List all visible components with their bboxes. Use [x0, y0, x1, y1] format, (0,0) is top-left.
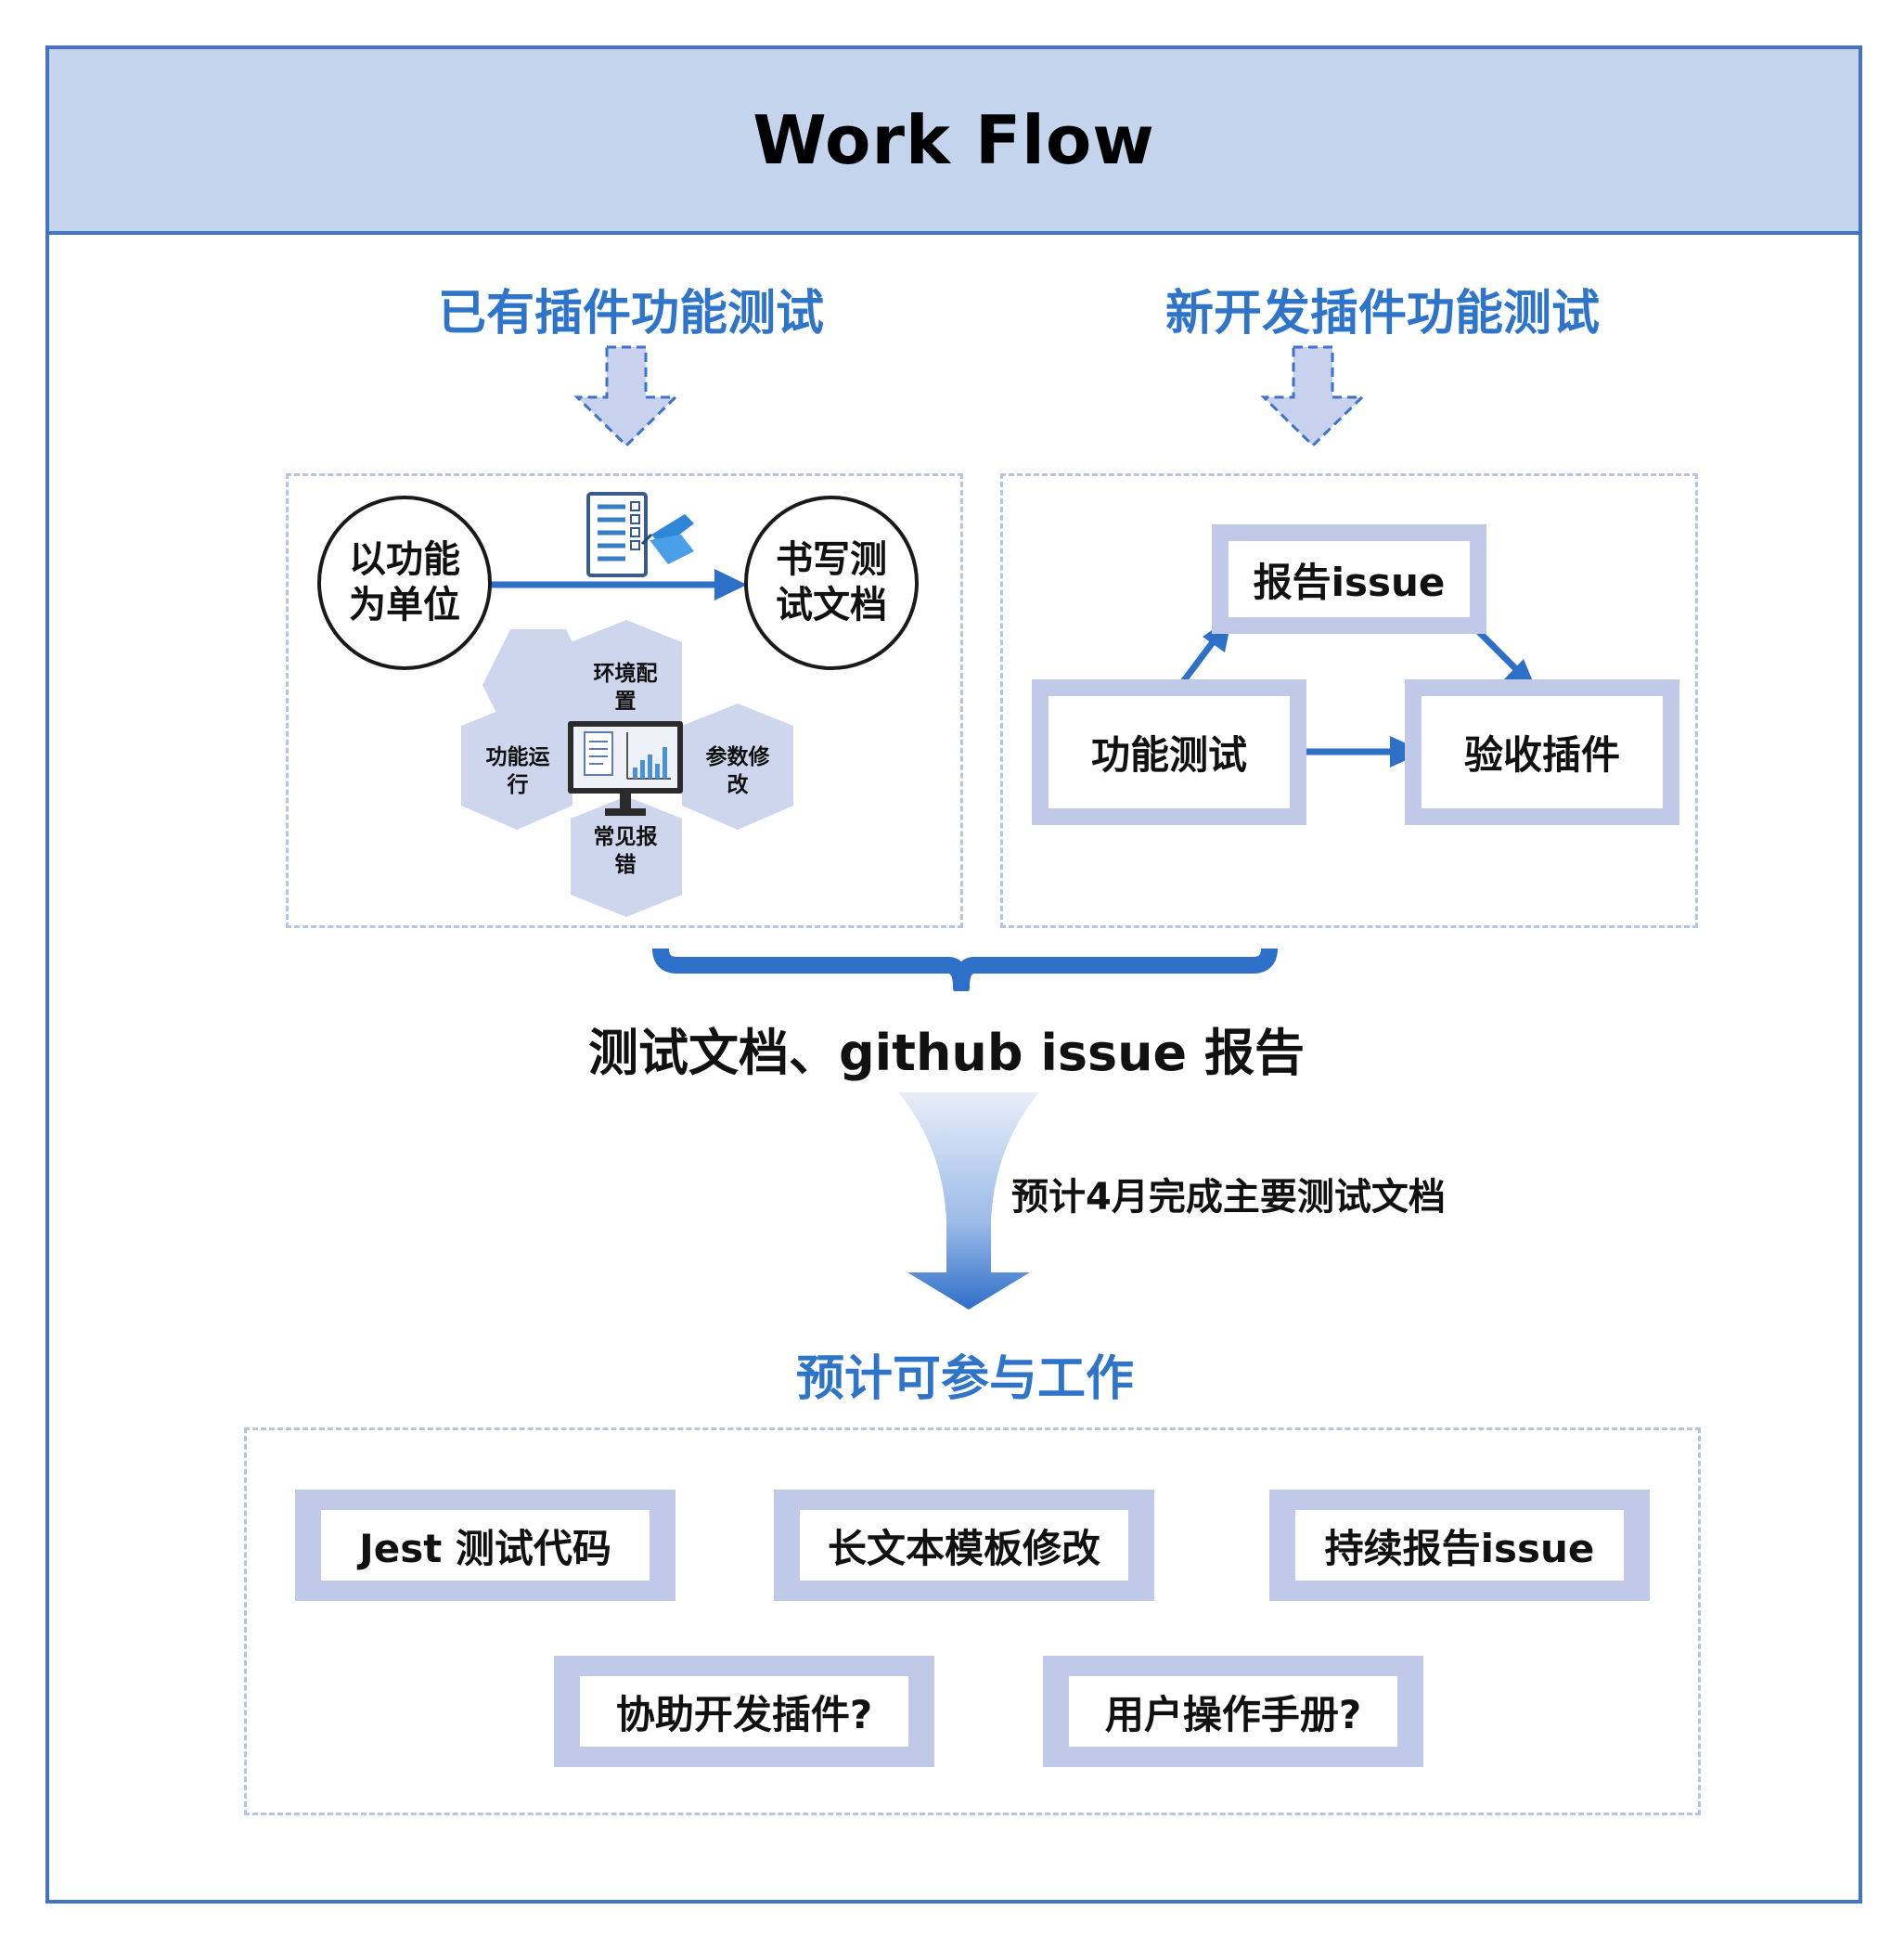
function-test-box: 功能测试 [1032, 679, 1306, 825]
start-node-circle: 以功能为单位 [317, 496, 492, 670]
hex-top-shape [571, 620, 682, 748]
task-item: 持续报告issue [1269, 1490, 1650, 1601]
down-arrow-left-icon [573, 345, 679, 448]
page-title: Work Flow [753, 101, 1155, 179]
task-label: 长文本模板修改 [827, 1525, 1100, 1571]
task-item: 协助开发插件? [554, 1656, 934, 1767]
participation-panel [244, 1427, 1701, 1815]
task-item: 长文本模板修改 [774, 1490, 1154, 1601]
hex-right-shape [682, 703, 793, 830]
end-node-circle: 书写测试文档 [744, 496, 919, 670]
merge-bracket-icon [652, 948, 1278, 991]
task-label: 用户操作手册? [1104, 1691, 1362, 1737]
new-plugins-title: 新开发插件功能测试 [1164, 286, 1600, 342]
funnel-arrow-icon [898, 1092, 1039, 1310]
hex-top-label: 环境配置 [593, 662, 658, 714]
hex-bottom-shape [571, 796, 682, 917]
task-label: 持续报告issue [1324, 1525, 1595, 1571]
plan-label: 预计4月完成主要测试文档 [1011, 1176, 1446, 1219]
outer-frame [45, 45, 1862, 1904]
participation-title: 预计可参与工作 [795, 1351, 1134, 1407]
checklist-icon [586, 492, 694, 577]
header-bar: Work Flow [49, 49, 1859, 235]
hex-left-shape [461, 703, 572, 830]
start-node-label: 以功能为单位 [349, 538, 460, 626]
task-label: Jest 测试代码 [359, 1525, 611, 1571]
new-plugins-panel [1000, 473, 1698, 928]
outputs-label: 测试文档、github issue 报告 [588, 1024, 1305, 1082]
hex-left-label: 功能运行 [485, 745, 550, 797]
hex-bottom-label: 常见报错 [593, 825, 658, 877]
accept-plugin-box: 验收插件 [1405, 679, 1679, 825]
down-arrow-right-icon [1260, 345, 1366, 448]
monitor-icon [568, 721, 683, 816]
report-issue-label: 报告issue [1253, 559, 1446, 605]
existing-plugins-panel [286, 473, 963, 928]
accept-plugin-label: 验收插件 [1463, 732, 1620, 778]
existing-plugins-title: 已有插件功能测试 [437, 286, 824, 342]
arrow-start-to-end-icon [492, 569, 747, 600]
hex-right-label: 参数修改 [705, 745, 770, 797]
task-label: 协助开发插件? [615, 1691, 873, 1737]
end-node-label: 书写测试文档 [776, 538, 887, 626]
report-issue-box: 报告issue [1212, 524, 1486, 634]
task-item: 用户操作手册? [1043, 1656, 1423, 1767]
task-item: Jest 测试代码 [295, 1490, 675, 1601]
function-test-label: 功能测试 [1090, 732, 1247, 778]
